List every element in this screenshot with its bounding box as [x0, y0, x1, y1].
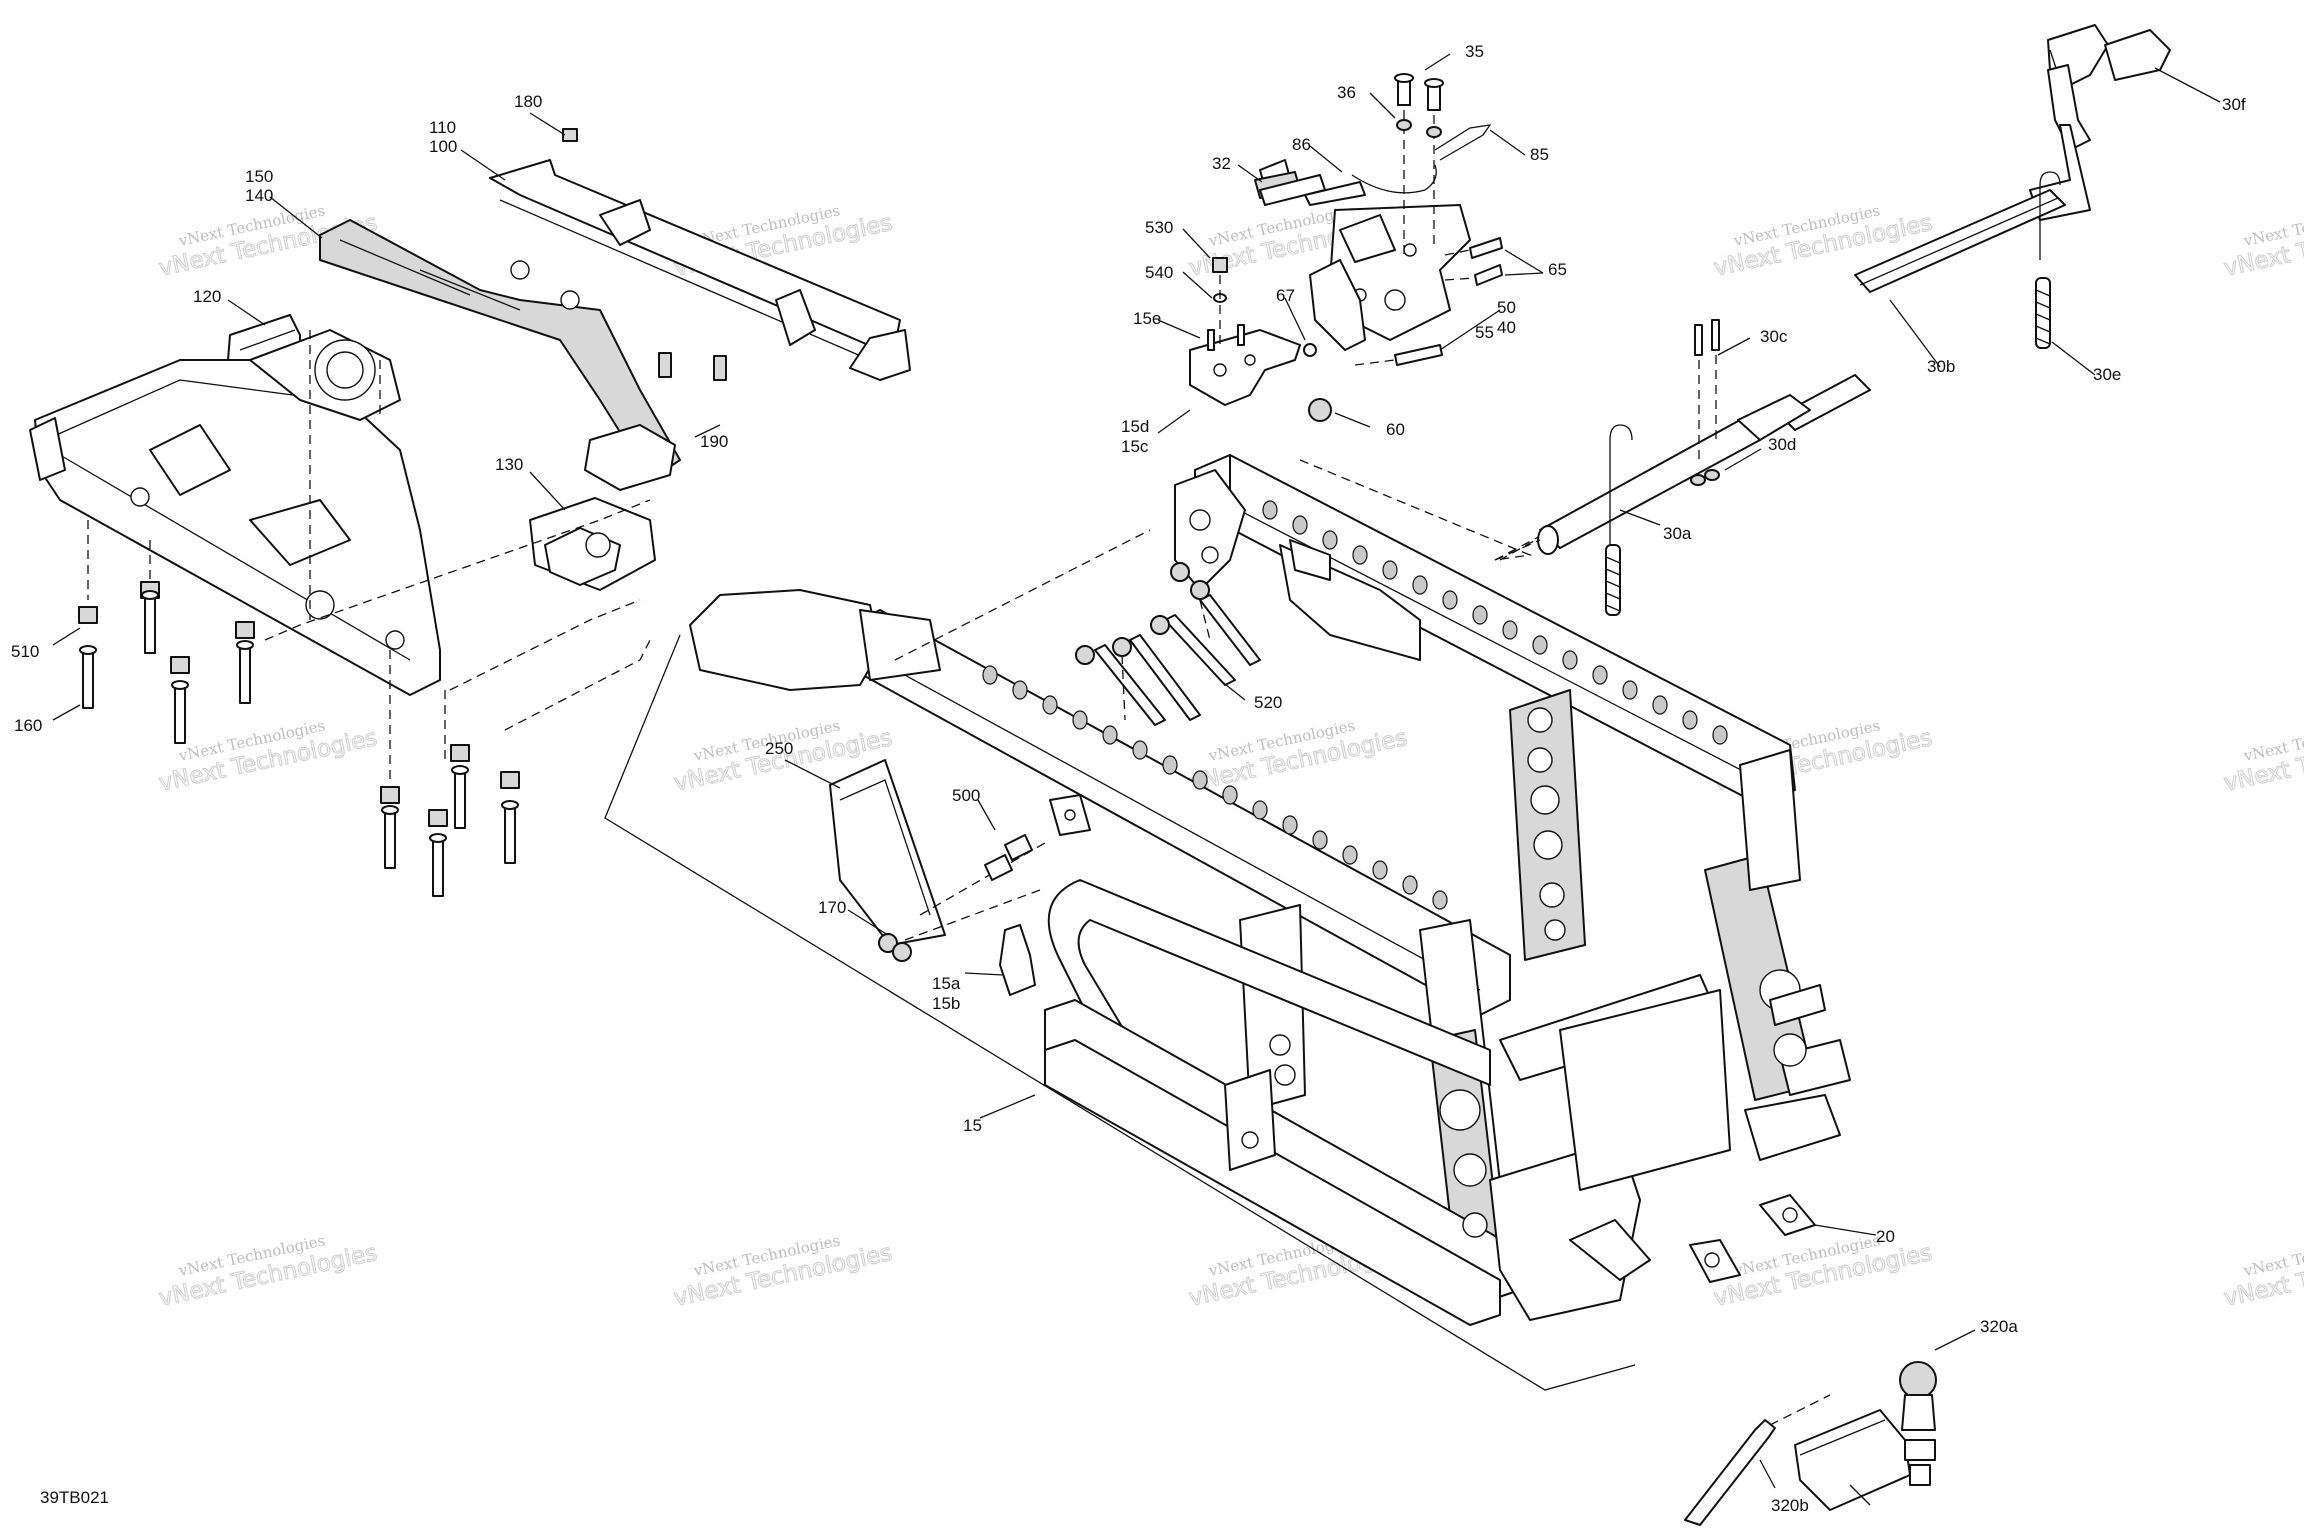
callout-30b: 30b [1927, 357, 1955, 376]
callout-labels: 180 110 100 150 140 120 130 190 510 160 … [11, 42, 2246, 1515]
callout-65: 65 [1548, 260, 1567, 279]
callout-35: 35 [1465, 42, 1484, 61]
callout-100: 100 [429, 137, 457, 156]
callout-170: 170 [818, 898, 846, 917]
callout-520: 520 [1254, 693, 1282, 712]
center-bolts-520 [1075, 562, 1261, 726]
callout-30c: 30c [1760, 327, 1788, 346]
callout-30a: 30a [1663, 524, 1692, 543]
diagram-id-label: 39TB021 [40, 1488, 109, 1507]
callout-15: 15 [963, 1116, 982, 1135]
rear-subframe-assembly [29, 159, 911, 780]
callout-180: 180 [514, 92, 542, 111]
callout-67: 67 [1276, 286, 1295, 305]
callout-15a: 15a [932, 974, 961, 993]
callout-130: 130 [495, 455, 523, 474]
callout-30d: 30d [1768, 435, 1796, 454]
hitch-320 [1684, 1361, 1937, 1526]
callout-50: 50 [1497, 298, 1516, 317]
callout-320b: 320b [1771, 1496, 1809, 1515]
callout-15d: 15d [1121, 417, 1149, 436]
callout-15c: 15c [1121, 437, 1149, 456]
leader-lines [52, 53, 2221, 1489]
spring-lower [1605, 544, 1621, 616]
callout-250: 250 [765, 739, 793, 758]
callout-85: 85 [1530, 145, 1549, 164]
callout-320a: 320a [1980, 1317, 2018, 1336]
callout-110: 110 [429, 118, 456, 137]
callout-500: 500 [952, 786, 980, 805]
callout-36: 36 [1337, 83, 1356, 102]
upper-center-bracket [1189, 73, 1503, 422]
callout-30e: 30e [2093, 365, 2121, 384]
callout-15b: 15b [932, 994, 960, 1013]
callout-190: 190 [700, 432, 728, 451]
callout-60: 60 [1386, 420, 1405, 439]
callout-20: 20 [1876, 1227, 1895, 1246]
callout-510: 510 [11, 642, 39, 661]
callout-86: 86 [1292, 135, 1311, 154]
callout-160: 160 [14, 716, 42, 735]
callout-140: 140 [245, 186, 273, 205]
callout-55: 55 [1475, 323, 1494, 342]
callout-30f: 30f [2222, 95, 2246, 114]
callout-540: 540 [1145, 263, 1173, 282]
main-frame-assembly [604, 454, 1851, 1391]
callout-15e: 15e [1133, 309, 1161, 328]
callout-40: 40 [1497, 318, 1516, 337]
callout-530: 530 [1145, 218, 1173, 237]
spring-30e [2035, 277, 2051, 349]
tow-bar-assembly [1494, 24, 2171, 616]
callout-32: 32 [1212, 154, 1231, 173]
lower-left-parts [829, 759, 1091, 996]
fasteners-left [78, 128, 727, 897]
callout-120: 120 [193, 287, 221, 306]
callout-150: 150 [245, 167, 273, 186]
